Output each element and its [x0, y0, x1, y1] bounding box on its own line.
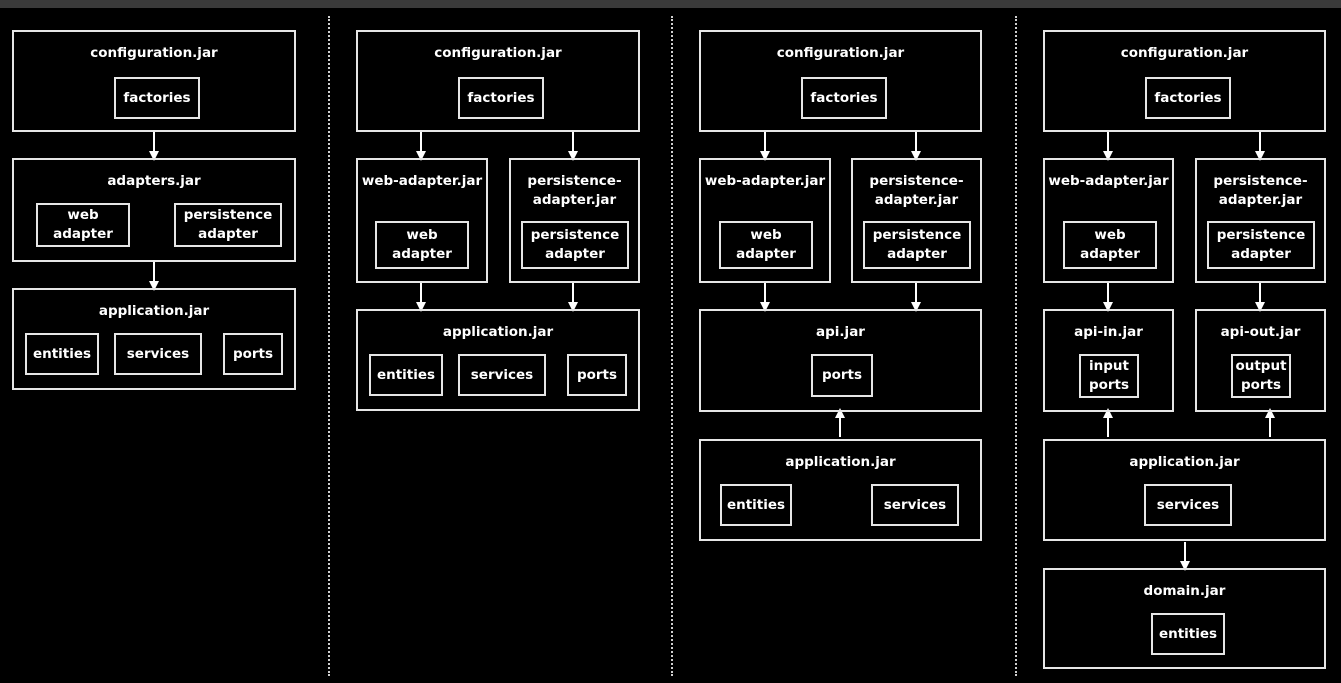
configuration-jar-box: configuration.jar factories: [356, 30, 640, 132]
entities-component: entities: [1151, 613, 1225, 655]
box-title: web-adapter.jar: [704, 173, 826, 189]
ports-component: ports: [223, 333, 283, 375]
column-divider: [671, 16, 673, 676]
box-title: adapters.jar: [107, 173, 201, 189]
application-jar-box: application.jar entities services ports: [12, 288, 296, 390]
services-component: services: [1144, 484, 1232, 526]
ports-component: ports: [811, 354, 873, 397]
box-title: application.jar: [1129, 454, 1240, 470]
box-title: domain.jar: [1143, 583, 1226, 599]
api-jar-box: api.jar ports: [699, 309, 982, 412]
configuration-jar-box: configuration.jar factories: [699, 30, 982, 132]
factories-component: factories: [801, 77, 887, 119]
box-title: api-in.jar: [1074, 324, 1143, 340]
entities-component: entities: [369, 354, 443, 396]
box-title: persistence-adapter.jar: [869, 173, 964, 208]
column-divider: [328, 16, 330, 676]
box-title: persistence-adapter.jar: [1213, 173, 1308, 208]
top-bar: [0, 0, 1341, 8]
ports-component: ports: [567, 354, 627, 396]
box-title: persistence-adapter.jar: [527, 173, 622, 208]
entities-component: entities: [25, 333, 99, 375]
box-title: api-out.jar: [1220, 324, 1301, 340]
box-title: configuration.jar: [434, 45, 562, 61]
box-title: application.jar: [785, 454, 896, 470]
box-title: web-adapter.jar: [361, 173, 483, 189]
services-component: services: [114, 333, 202, 375]
domain-jar-box: domain.jar entities: [1043, 568, 1326, 669]
box-title: configuration.jar: [1120, 45, 1249, 61]
box-title: configuration.jar: [90, 45, 218, 61]
application-jar-box: application.jar entities services ports: [356, 309, 640, 411]
factories-component: factories: [458, 77, 544, 119]
column-divider: [1015, 16, 1017, 676]
factories-component: factories: [1145, 77, 1231, 119]
box-title: configuration.jar: [776, 45, 905, 61]
box-title: api.jar: [816, 324, 865, 340]
entities-component: entities: [720, 484, 792, 526]
application-jar-box: application.jar services: [1043, 439, 1326, 541]
box-title: application.jar: [442, 324, 554, 340]
configuration-jar-box: configuration.jar factories: [1043, 30, 1326, 132]
services-component: services: [871, 484, 959, 526]
box-title: application.jar: [98, 303, 210, 319]
factories-component: factories: [114, 77, 200, 119]
services-component: services: [458, 354, 546, 396]
box-title: web-adapter.jar: [1048, 173, 1169, 189]
configuration-jar-box: configuration.jar factories: [12, 30, 296, 132]
application-jar-box: application.jar entities services: [699, 439, 982, 541]
